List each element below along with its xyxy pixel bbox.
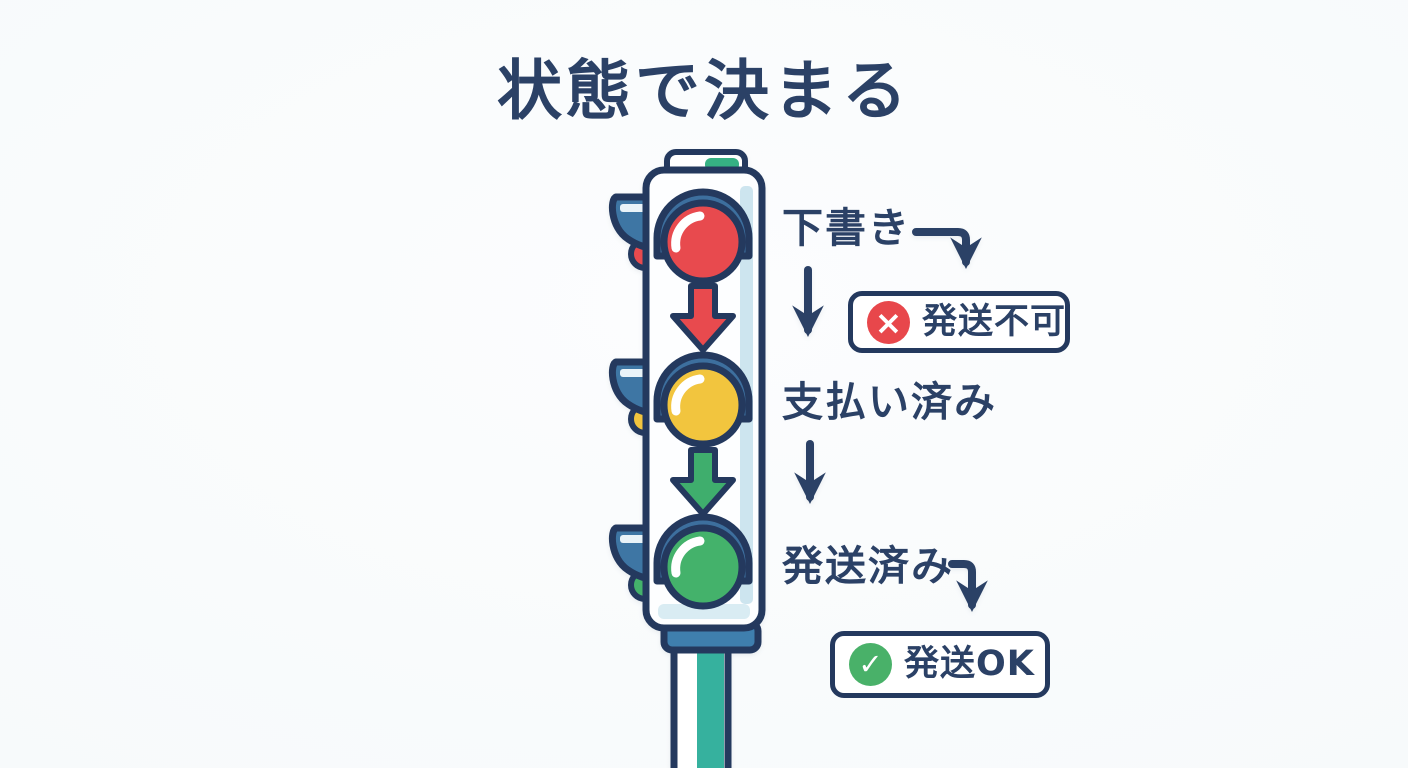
traffic-light — [608, 149, 766, 768]
yellow-light — [653, 351, 753, 448]
red-down-arrow-icon — [670, 283, 736, 353]
x-circle-icon: × — [867, 300, 910, 344]
flow-arrows — [792, 228, 988, 613]
traffic-light-pole — [660, 619, 762, 768]
red-light — [653, 188, 753, 285]
badge-ship-ok: ✓ 発送OK — [830, 631, 1050, 698]
badge-ship-ok-label: 発送OK — [904, 644, 1035, 684]
check-circle-icon: ✓ — [849, 643, 892, 686]
green-down-arrow-icon — [670, 447, 736, 517]
state-label-draft: 下書き — [782, 204, 911, 252]
badge-cannot-ship: × 発送不可 — [848, 291, 1070, 353]
page-title: 状態で決まる — [496, 54, 911, 129]
state-label-shipped: 発送済み — [782, 542, 954, 590]
green-light — [653, 513, 753, 610]
arrow-shipped-to-shipok — [948, 560, 988, 613]
arrow-draft-to-noship — [912, 228, 982, 270]
state-label-paid: 支払い済み — [782, 378, 997, 426]
badge-cannot-ship-label: 発送不可 — [922, 301, 1067, 342]
